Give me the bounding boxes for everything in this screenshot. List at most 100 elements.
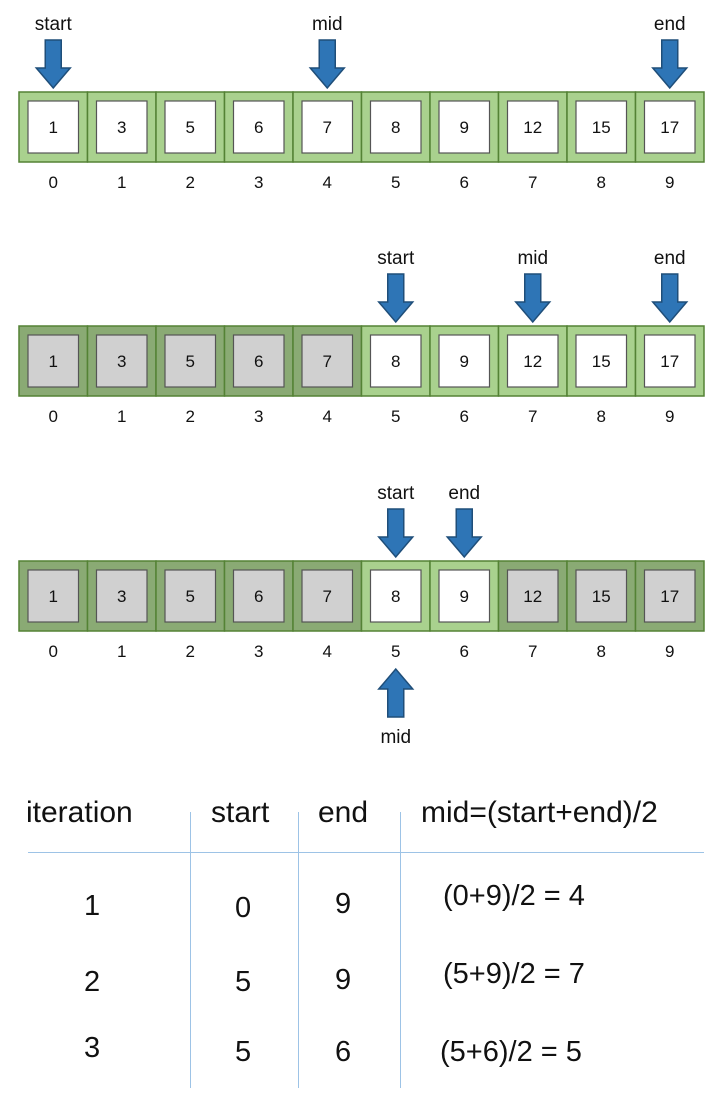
cell-value: 8: [391, 587, 400, 606]
cell-index: 8: [597, 173, 606, 192]
cell-value: 6: [254, 587, 263, 606]
cell-index: 2: [186, 173, 195, 192]
down-arrow-icon: [445, 508, 483, 559]
cell-box: [506, 100, 559, 154]
pointer-label: start: [35, 14, 73, 35]
pointer-end: end: [651, 248, 689, 324]
row-mid: (5+9)/2 = 7: [443, 958, 585, 990]
cell-value: 9: [460, 118, 469, 137]
table-column-divider: [400, 812, 401, 1088]
cell-value: 15: [592, 118, 611, 137]
cell-value: 1: [49, 118, 58, 137]
cell-value: 7: [323, 587, 332, 606]
cell-index: 6: [460, 642, 469, 661]
cell-index: 1: [117, 642, 126, 661]
cell-index: 4: [323, 642, 332, 661]
cell-box: [438, 334, 491, 388]
pointer-label: end: [654, 14, 686, 35]
array-cell: 17: [634, 91, 705, 163]
row-end: 6: [335, 1036, 352, 1068]
down-arrow-icon: [377, 508, 415, 559]
cell-value: 12: [523, 352, 542, 371]
pointer-mid: mid: [514, 248, 552, 324]
cell-index: 8: [597, 407, 606, 426]
array-cell: 8: [360, 560, 431, 632]
array-cell: 9: [429, 91, 500, 163]
pointer-end: end: [651, 14, 689, 90]
cell-value: 1: [49, 587, 58, 606]
array-cell: 6: [223, 325, 294, 397]
pointer-label: start: [377, 483, 415, 504]
pointer-label: end: [654, 248, 686, 269]
cell-box: [643, 100, 696, 154]
cell-value: 9: [460, 352, 469, 371]
array-cell: 1: [18, 560, 89, 632]
cell-box: [27, 100, 80, 154]
up-arrow-icon: [377, 667, 415, 718]
pointer-start: start: [34, 14, 73, 90]
cell-index: 1: [117, 407, 126, 426]
cell-value: 6: [254, 352, 263, 371]
array-cell: 3: [86, 91, 157, 163]
cell-value: 5: [186, 352, 195, 371]
down-arrow-icon: [34, 39, 72, 90]
cell-box: [643, 569, 696, 623]
array-cell: 9: [429, 560, 500, 632]
array-cell: 1: [18, 91, 89, 163]
cell-index: 9: [665, 407, 674, 426]
array-cell: 12: [497, 325, 568, 397]
cell-value: 8: [391, 118, 400, 137]
cell-value: 3: [117, 352, 126, 371]
cell-index: 1: [117, 173, 126, 192]
cell-box: [506, 334, 559, 388]
cell-index: 5: [391, 407, 400, 426]
array-cell: 12: [497, 560, 568, 632]
cell-value: 12: [523, 118, 542, 137]
pointer-label: start: [377, 248, 415, 269]
array-cell: 15: [566, 325, 637, 397]
cell-box: [369, 100, 422, 154]
row-iteration: 1: [84, 890, 101, 922]
cell-index: 5: [391, 642, 400, 661]
array-cell: 7: [292, 91, 363, 163]
cell-box: [575, 100, 628, 154]
cell-index: 2: [186, 642, 195, 661]
cell-value: 15: [592, 587, 611, 606]
cell-box: [301, 569, 354, 623]
array-cell: 12: [497, 91, 568, 163]
cell-box: [575, 334, 628, 388]
down-arrow-icon: [651, 273, 689, 324]
pointer-mid: mid: [377, 667, 415, 748]
header-start: start: [211, 796, 270, 829]
cell-box: [164, 334, 217, 388]
cell-index: 7: [528, 642, 537, 661]
cell-box: [95, 334, 148, 388]
array-cell: 6: [223, 560, 294, 632]
cell-value: 8: [391, 352, 400, 371]
down-arrow-icon: [308, 39, 346, 90]
cell-value: 17: [660, 352, 679, 371]
cell-box: [95, 100, 148, 154]
cell-box: [27, 569, 80, 623]
cell-value: 6: [254, 118, 263, 137]
table-column-divider: [298, 812, 299, 1088]
row-iteration: 3: [84, 1032, 101, 1064]
row-mid: (0+9)/2 = 4: [443, 880, 585, 912]
cell-value: 15: [592, 352, 611, 371]
pointer-start: start: [377, 248, 415, 324]
down-arrow-icon: [651, 39, 689, 90]
row-iteration: 2: [84, 966, 101, 998]
cell-box: [575, 569, 628, 623]
pointer-start: start: [377, 483, 415, 559]
cell-value: 12: [523, 587, 542, 606]
cell-index: 6: [460, 407, 469, 426]
cell-value: 17: [660, 118, 679, 137]
cell-index: 5: [391, 173, 400, 192]
array-cell: 17: [634, 560, 705, 632]
down-arrow-icon: [514, 273, 552, 324]
cell-box: [506, 569, 559, 623]
down-arrow-icon: [377, 273, 415, 324]
array-cell: 7: [292, 325, 363, 397]
